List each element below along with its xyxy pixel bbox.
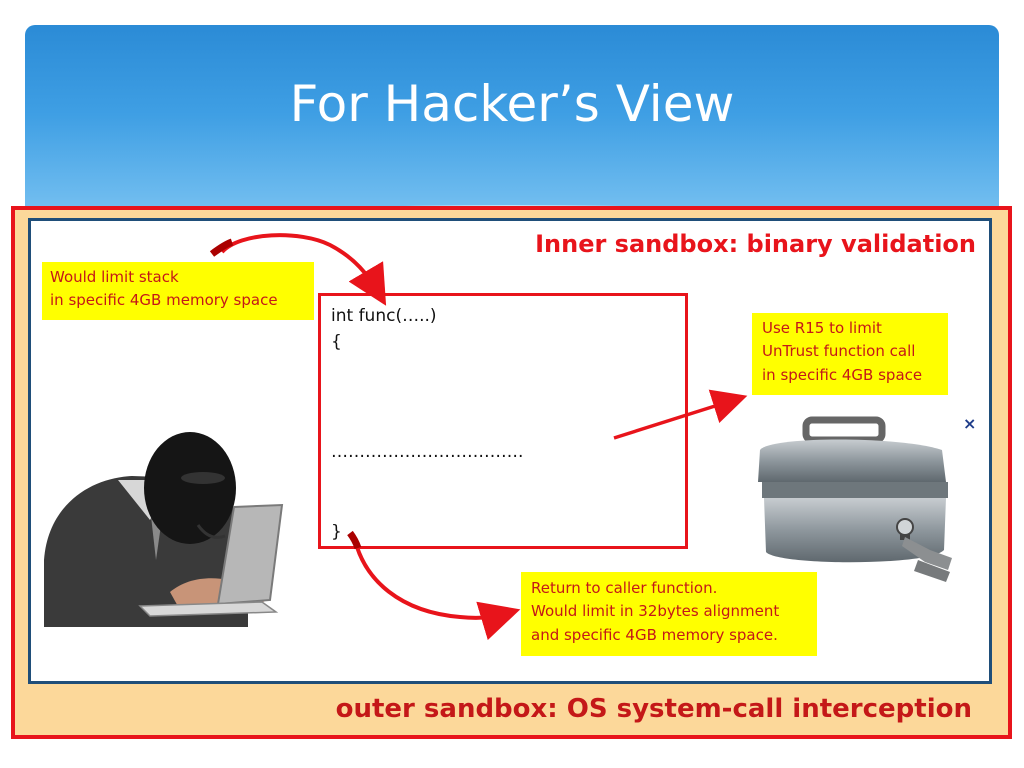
close-icon[interactable]: ×: [963, 414, 977, 433]
code-box: int func(…..) { ……………………………. }: [318, 293, 688, 549]
stack-note-line: Would limit stack: [50, 268, 179, 286]
outer-sandbox-label: outer sandbox: OS system-call intercepti…: [335, 694, 972, 724]
return-note-line: Return to caller function.: [531, 579, 718, 597]
return-note-line: Would limit in 32bytes alignment: [531, 602, 780, 621]
r15-note-line: in specific 4GB space: [762, 365, 923, 384]
code-line-signature: int func(…..): [331, 306, 437, 326]
return-note-line: and specific 4GB memory space.: [531, 625, 778, 644]
r15-note-line: Use R15 to limit: [762, 319, 882, 337]
stack-note: Would limit stack in specific 4GB memory…: [42, 262, 314, 320]
code-line-close-brace: }: [331, 522, 342, 542]
r15-note: Use R15 to limit UnTrust function call i…: [752, 313, 948, 395]
r15-note-line: UnTrust function call: [762, 342, 916, 361]
stack-note-line: in specific 4GB memory space: [50, 291, 278, 310]
code-line-open-brace: {: [331, 332, 342, 352]
code-line-ellipsis: …………………………….: [331, 442, 524, 462]
slide-title: For Hacker’s View: [289, 75, 735, 133]
return-note: Return to caller function. Would limit i…: [521, 572, 817, 656]
inner-sandbox-label: Inner sandbox: binary validation: [535, 230, 976, 258]
